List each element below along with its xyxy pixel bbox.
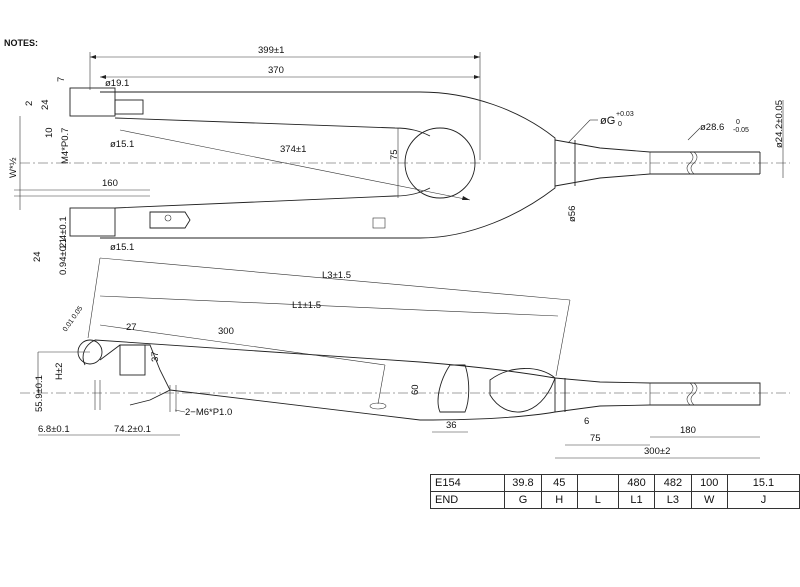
table-cell: L (576, 491, 619, 509)
dim-w-half: W*½ (8, 157, 19, 178)
table-cell: END (429, 491, 506, 509)
table-cell: L3 (654, 491, 692, 509)
dim-dia-28: ø28.6 (700, 122, 724, 133)
table-cell: H (540, 491, 578, 509)
dim-2-4: 2.4±0.1 (58, 216, 69, 248)
table-cell: L1 (617, 491, 656, 509)
dim-dia-24: ø24.2±0.05 (774, 100, 785, 148)
dim-dia-15-top: ø15.1 (110, 139, 134, 150)
dim-74-2: 74.2±0.1 (114, 424, 151, 435)
table-cell: 39.8 (504, 474, 542, 492)
table-row: E154 39.8 45 480 482 100 15.1 (429, 474, 800, 492)
notes-label: NOTES: (4, 38, 39, 48)
spec-table: E154 39.8 45 480 482 100 15.1 END G H L … (429, 474, 800, 509)
dim-dia-g: øG (600, 115, 615, 127)
dim-37: 37 (150, 351, 161, 362)
dim-l1: L1±1.5 (292, 300, 321, 311)
dim-flatness: 0.01 0.05 (62, 305, 85, 333)
dim-36: 36 (446, 420, 457, 431)
dim-27: 27 (126, 322, 137, 333)
dim-dia-15-bottom: ø15.1 (110, 242, 134, 253)
table-cell: 482 (654, 474, 692, 492)
table-cell: 45 (540, 474, 578, 492)
dim-160: 160 (102, 178, 118, 189)
table-cell (576, 474, 619, 492)
dim-tol-28-zero: 0 (736, 119, 740, 126)
table-cell: 15.1 (726, 474, 800, 492)
dim-60: 60 (410, 384, 421, 395)
dim-len-374: 374±1 (280, 144, 306, 155)
dim-thread-m6: 2−M6*P1.0 (185, 407, 232, 418)
table-cell: G (504, 491, 542, 509)
dim-g-tol-plus: +0.03 (616, 111, 634, 118)
table-cell: 480 (617, 474, 656, 492)
dim-2: 2 (24, 101, 35, 106)
top-view: 399±1 370 ø19.1 ø15.1 374±1 75 øG +0.03 … (8, 45, 790, 275)
dim-180: 180 (680, 425, 696, 436)
table-cell: E154 (429, 474, 506, 492)
dim-tol-28-minus: -0.05 (733, 127, 749, 134)
dim-h2: H±2 (54, 363, 65, 380)
table-cell: 100 (690, 474, 728, 492)
dim-0-94: 0.94±0.1 (58, 238, 69, 275)
dim-24-bottom: 24 (32, 251, 43, 262)
dim-dia-19: ø19.1 (105, 78, 129, 89)
dim-g-tol-zero: 0 (618, 121, 622, 128)
side-view: L3±1.5 L1±1.5 300 27 37 H±2 55.9±0.1 60 … (20, 257, 790, 459)
dim-300-bottom: 300±2 (644, 446, 670, 457)
dim-55-9: 55.9±0.1 (34, 375, 45, 412)
dim-dia-56: ø56 (567, 206, 578, 222)
table-cell: J (726, 491, 800, 509)
dim-thread-m4: M4*P0.7 (60, 128, 71, 164)
dim-6: 6 (584, 416, 589, 427)
dim-300-slant: 300 (218, 326, 234, 337)
table-cell: W (690, 491, 728, 509)
table-row: END G H L L1 L3 W J (429, 491, 800, 509)
dim-inner-length: 370 (268, 65, 284, 76)
dim-75-bottom: 75 (590, 433, 601, 444)
dim-10: 10 (44, 127, 55, 138)
dim-7: 7 (56, 77, 67, 82)
dim-75-vertical: 75 (389, 149, 400, 160)
dim-24-top: 24 (40, 99, 51, 110)
dim-overall-length: 399±1 (258, 45, 284, 56)
dim-l3: L3±1.5 (322, 270, 351, 281)
dim-6-8: 6.8±0.1 (38, 424, 70, 435)
